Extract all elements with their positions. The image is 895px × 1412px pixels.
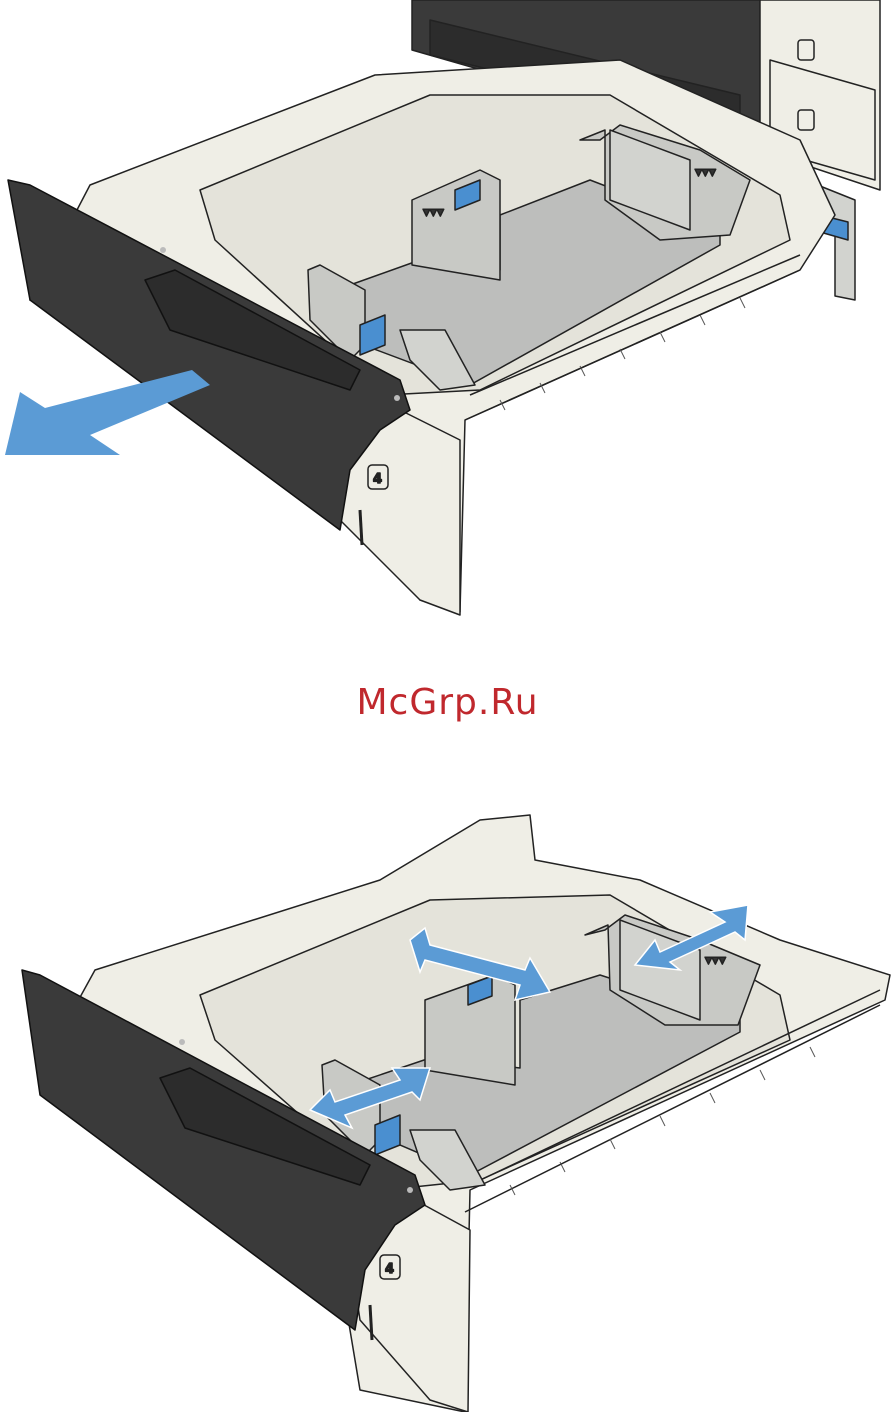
- width-guide-label-dots: ▼▼▼: [695, 168, 716, 178]
- tray-number-label: 4: [385, 1262, 394, 1277]
- tray-guides-illustration: ▼▼▼ 4: [0, 800, 895, 1412]
- pull-out-arrow-icon: [5, 370, 210, 455]
- tray-guides-diagram: ▼▼▼ 4: [0, 800, 895, 1412]
- tray-pull-out-illustration: ▼▼▼ ▼▼▼ 4: [0, 0, 895, 640]
- tray-open-diagram: ▼▼▼ ▼▼▼ 4: [0, 0, 895, 640]
- guide-label-dots: ▼▼▼: [423, 208, 444, 218]
- tray-number-label: 4: [373, 472, 382, 487]
- watermark: McGrp.Ru: [0, 682, 895, 723]
- width-guide-label-dots: ▼▼▼: [705, 956, 726, 966]
